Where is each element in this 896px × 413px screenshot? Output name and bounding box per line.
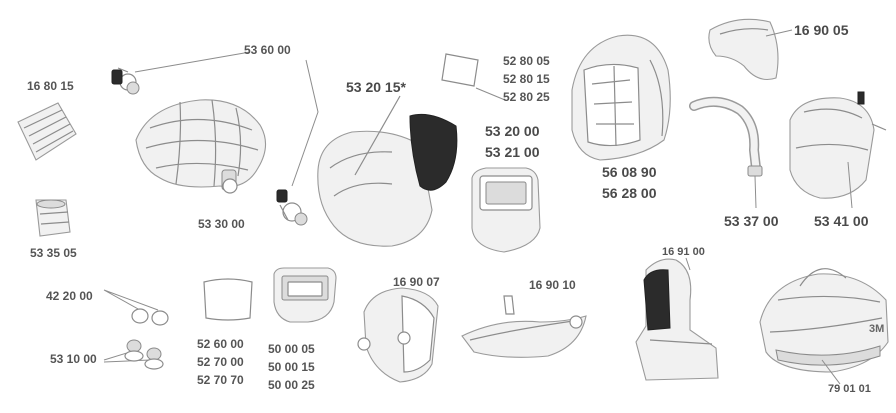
part-534100-hood [789, 91, 887, 209]
label-part-169100: 16 91 00 [662, 246, 705, 258]
label-part-169005: 16 90 05 [794, 22, 849, 38]
label-part-500005: 50 00 05 50 00 15 50 00 25 [268, 342, 315, 392]
label-part-534100: 53 41 00 [814, 213, 869, 229]
part-526000-lens [203, 278, 253, 321]
part-169005-collar [708, 18, 793, 81]
part-536000-fitting-b [276, 189, 308, 226]
label-part-531000: 53 10 00 [50, 352, 97, 366]
part-169010-headband [461, 295, 587, 358]
label-part-533505: 53 35 05 [30, 246, 77, 260]
label-part-532000: 53 20 00 53 21 00 [485, 123, 540, 160]
label-part-169007: 16 90 07 [393, 275, 440, 289]
part-536000-fitting-a [111, 67, 140, 95]
part-790101-bag [759, 268, 889, 385]
label-part-533000: 53 30 00 [198, 217, 245, 231]
label-part-790101: 79 01 01 [828, 383, 871, 395]
part-168015-shield [17, 102, 77, 161]
label-part-560890: 56 08 90 56 28 00 [602, 164, 657, 201]
label-part-533700: 53 37 00 [724, 213, 779, 229]
leader-536000 [134, 51, 319, 187]
part-533700-hose [689, 96, 763, 209]
part-528005-plate [441, 53, 506, 101]
part-422000-discs [103, 289, 169, 326]
label-part-168015: 16 80 15 [27, 79, 74, 93]
part-533505-cartridge [35, 199, 71, 237]
part-560890-helmet [571, 34, 671, 161]
part-169007-sidemask [357, 287, 439, 383]
part-500005-filter [273, 267, 337, 323]
part-532015-mask [317, 95, 458, 247]
part-169100-hood [635, 257, 719, 381]
label-part-532015: 53 20 15* [346, 79, 406, 95]
part-533000-harness [135, 99, 267, 194]
label-part-528005: 52 80 05 52 80 15 52 80 25 [503, 54, 550, 104]
brand-mark: 3M [869, 323, 885, 335]
part-532000-visor [471, 167, 541, 253]
label-part-526000: 52 60 00 52 70 00 52 70 70 [197, 337, 244, 387]
part-531000-valves [103, 339, 164, 370]
label-part-422000: 42 20 00 [46, 289, 93, 303]
label-part-169010: 16 90 10 [529, 278, 576, 292]
label-part-536000: 53 60 00 [244, 43, 291, 57]
